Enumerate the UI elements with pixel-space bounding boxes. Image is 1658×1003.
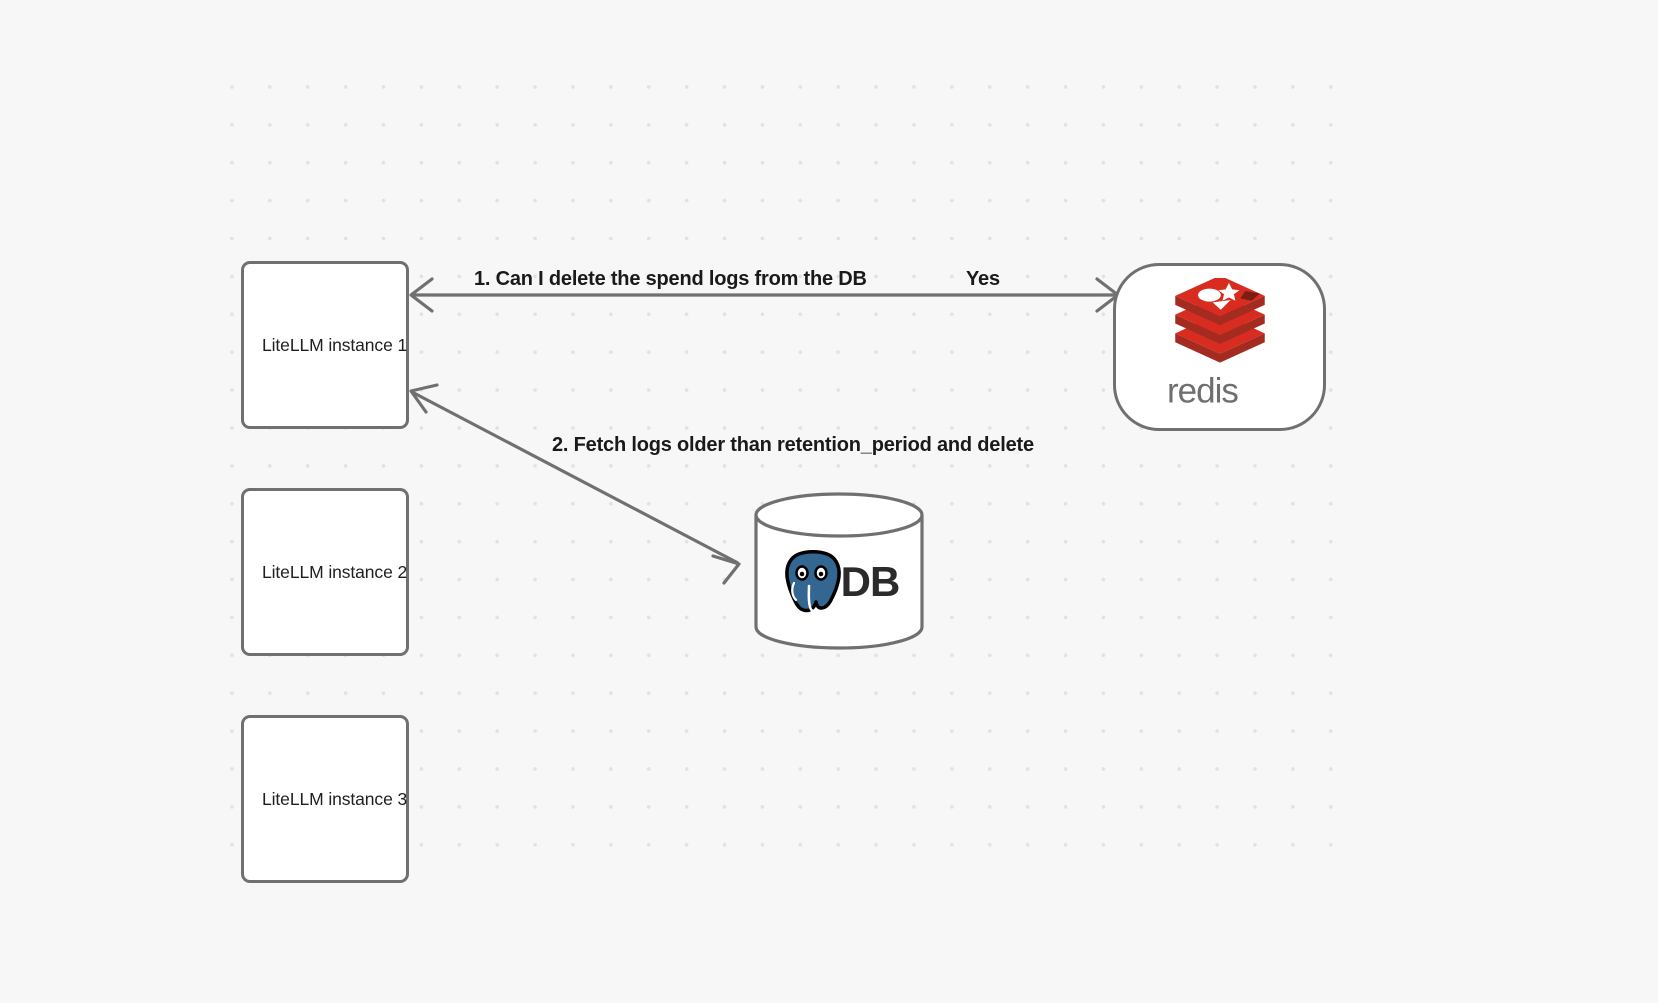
node-label-litellm-1: LiteLLM instance 1 — [262, 334, 408, 355]
redis-wordmark: redis — [1167, 371, 1239, 411]
edge-label-step-2: 2. Fetch logs older than retention_perio… — [552, 434, 1034, 456]
db-node-label: DB — [840, 558, 901, 605]
node-litellm-instance-1[interactable]: LiteLLM instance 1 — [241, 261, 409, 429]
edge-label-step-1: 1. Can I delete the spend logs from the … — [474, 268, 867, 290]
node-litellm-instance-2[interactable]: LiteLLM instance 2 — [241, 488, 409, 656]
node-label-litellm-3: LiteLLM instance 3 — [262, 788, 408, 809]
svg-text:redis: redis — [1167, 372, 1238, 411]
node-litellm-instance-3[interactable]: LiteLLM instance 3 — [241, 715, 409, 883]
node-postgres-db[interactable]: DB — [753, 492, 925, 650]
redis-logo-wrap: redis — [1116, 266, 1323, 428]
redis-logo-icon — [1174, 277, 1265, 363]
edge-litellm1-db — [409, 383, 741, 585]
node-redis[interactable]: redis — [1113, 263, 1326, 431]
node-label-litellm-2: LiteLLM instance 2 — [262, 561, 408, 582]
edge-label-yes: Yes — [966, 268, 1000, 290]
postgresql-elephant-icon — [784, 550, 841, 614]
